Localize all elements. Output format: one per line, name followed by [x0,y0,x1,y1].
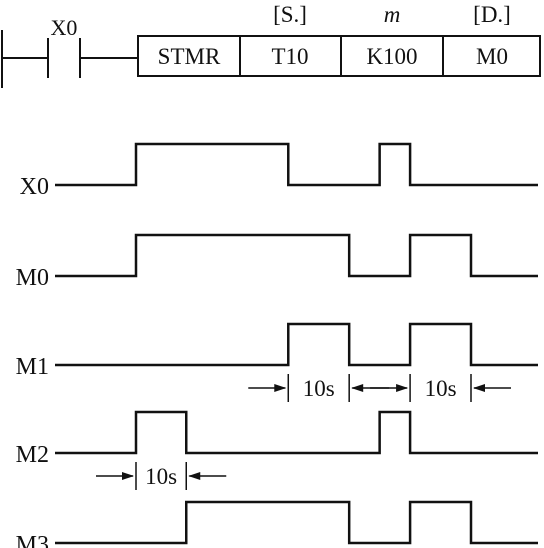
instruction-box [137,35,541,77]
time-mark-label: 10s [145,464,177,489]
operand-header-m: m [384,2,401,27]
operand-header-source: [S.] [273,2,307,27]
time-mark-arrowhead [122,472,134,480]
time-mark-arrowhead [188,472,201,480]
signal-label-m3: M3 [16,532,49,548]
waveform-m0 [55,233,538,278]
signal-label-m1: M1 [16,354,49,380]
time-mark-arrowhead [351,384,364,392]
ladder-rung: X0 STMR T10 K100 M0 [S.] m [D.] [1,2,541,88]
signal-label-x0: X0 [20,174,49,200]
waveform-m1 [55,322,538,367]
signal-label-m0: M0 [16,265,49,291]
time-mark-arrowhead [274,384,287,392]
instruction-source: T10 [271,44,308,69]
instruction-mnemonic: STMR [158,44,221,69]
time-mark-label: 10s [303,376,335,401]
operand-header-destination: [D.] [473,2,511,27]
contact-label: X0 [51,15,78,40]
signal-label-m2: M2 [16,442,49,468]
time-mark-label: 10s [425,376,457,401]
time-mark-arrowhead [473,384,485,392]
waveform-x0 [55,142,538,187]
time-mark-arrowhead [396,384,409,392]
waveform-m2 [55,410,538,455]
instruction-constant: K100 [366,44,417,69]
waveform-m3 [55,500,538,545]
instruction-destination: M0 [476,44,508,69]
